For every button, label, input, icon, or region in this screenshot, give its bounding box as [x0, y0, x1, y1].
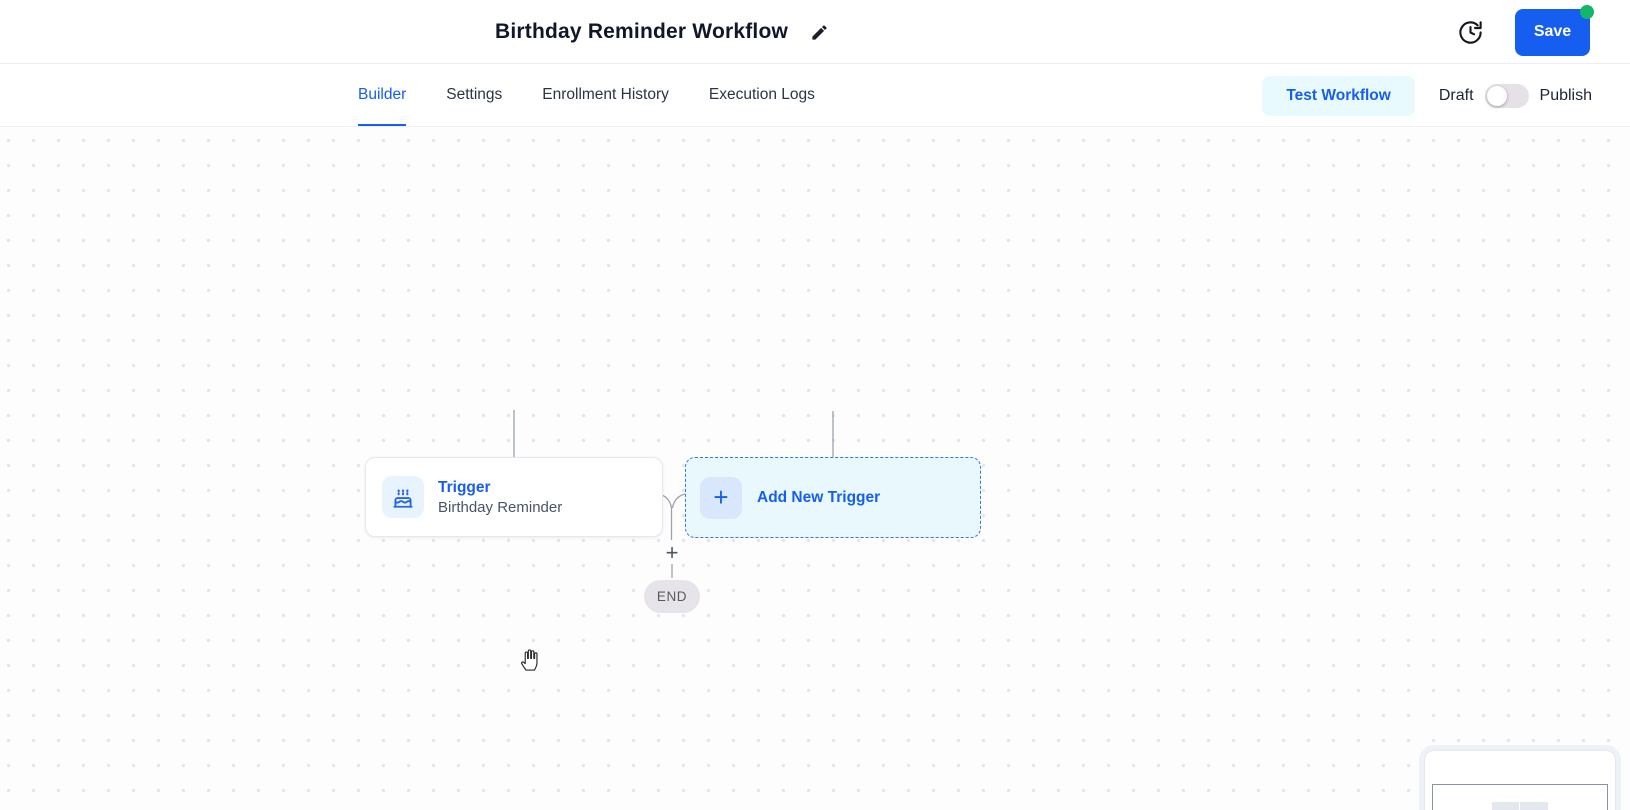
tab-enrollment-history[interactable]: Enrollment History — [542, 86, 669, 103]
trigger-node-text: Trigger Birthday Reminder — [438, 479, 562, 516]
plus-icon: + — [713, 481, 729, 512]
minimap-node — [1520, 802, 1548, 810]
plus-tile: + — [700, 476, 742, 519]
page-title: Birthday Reminder Workflow — [495, 20, 789, 43]
workflow-canvas[interactable]: Trigger Birthday Reminder + Add New Trig… — [0, 127, 1630, 810]
tabbar-actions: Test Workflow Draft Publish — [1262, 64, 1592, 127]
minimap-viewport[interactable] — [1432, 784, 1608, 810]
tab-settings[interactable]: Settings — [446, 86, 503, 103]
trigger-node-title: Trigger — [438, 478, 491, 496]
add-new-trigger-label: Add New Trigger — [757, 488, 881, 506]
draft-label: Draft — [1438, 86, 1474, 104]
save-button[interactable]: Save — [1515, 8, 1590, 56]
tab-bar: Builder Settings Enrollment History Exec… — [0, 64, 1630, 127]
version-history-button[interactable] — [1455, 17, 1485, 47]
test-workflow-button[interactable]: Test Workflow — [1262, 75, 1415, 116]
minimap-node — [1492, 802, 1519, 810]
tabs: Builder Settings Enrollment History Exec… — [358, 64, 815, 126]
trigger-node-subtitle: Birthday Reminder — [438, 498, 563, 516]
birthday-cake-icon — [393, 489, 413, 508]
add-step-plus-button[interactable]: + — [665, 540, 679, 565]
unsaved-changes-badge — [1580, 4, 1594, 19]
trigger-node[interactable]: Trigger Birthday Reminder — [365, 457, 663, 537]
history-clock-icon — [1458, 20, 1482, 44]
edit-title-button[interactable] — [808, 21, 830, 43]
end-node: END — [644, 580, 700, 613]
add-new-trigger-button[interactable]: + Add New Trigger — [685, 457, 981, 538]
publish-label: Publish — [1539, 86, 1592, 104]
save-button-wrap: Save — [1515, 4, 1594, 56]
tab-execution-logs[interactable]: Execution Logs — [708, 86, 815, 103]
toggle-knob — [1486, 85, 1507, 106]
top-header: Birthday Reminder Workflow Save — [0, 0, 1630, 64]
pencil-icon — [811, 24, 827, 40]
publish-toggle[interactable] — [1484, 83, 1529, 108]
header-actions: Save — [1455, 0, 1594, 64]
trigger-icon-tile — [382, 476, 424, 518]
workflow-title-group: Birthday Reminder Workflow — [495, 0, 830, 64]
tab-builder[interactable]: Builder — [358, 64, 407, 126]
publish-toggle-group: Draft Publish — [1438, 83, 1592, 108]
minimap-panel[interactable] — [1424, 750, 1616, 810]
